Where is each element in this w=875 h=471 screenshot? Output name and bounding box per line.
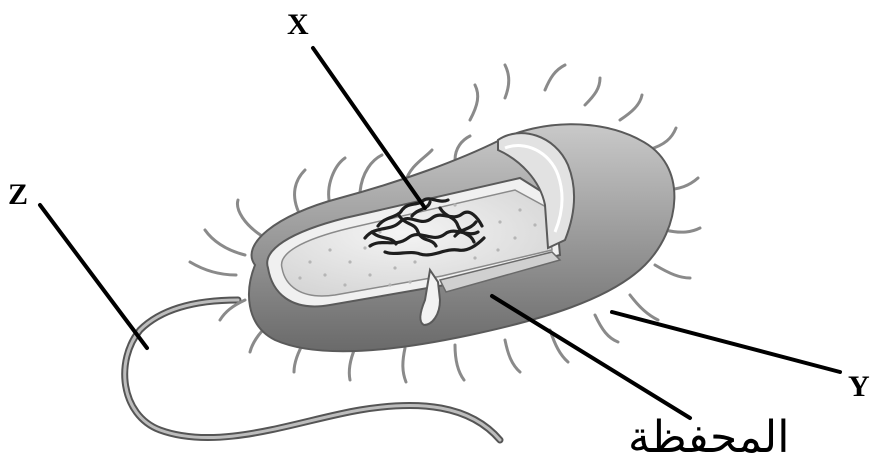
- label-x: X: [287, 8, 309, 42]
- label-z: Z: [8, 178, 28, 212]
- label-y: Y: [848, 370, 870, 404]
- pointer-line-y: [612, 312, 840, 372]
- label-capsule: المحفظة: [628, 412, 789, 463]
- pointer-line-capsule: [492, 296, 690, 418]
- pointer-line-z: [40, 205, 147, 348]
